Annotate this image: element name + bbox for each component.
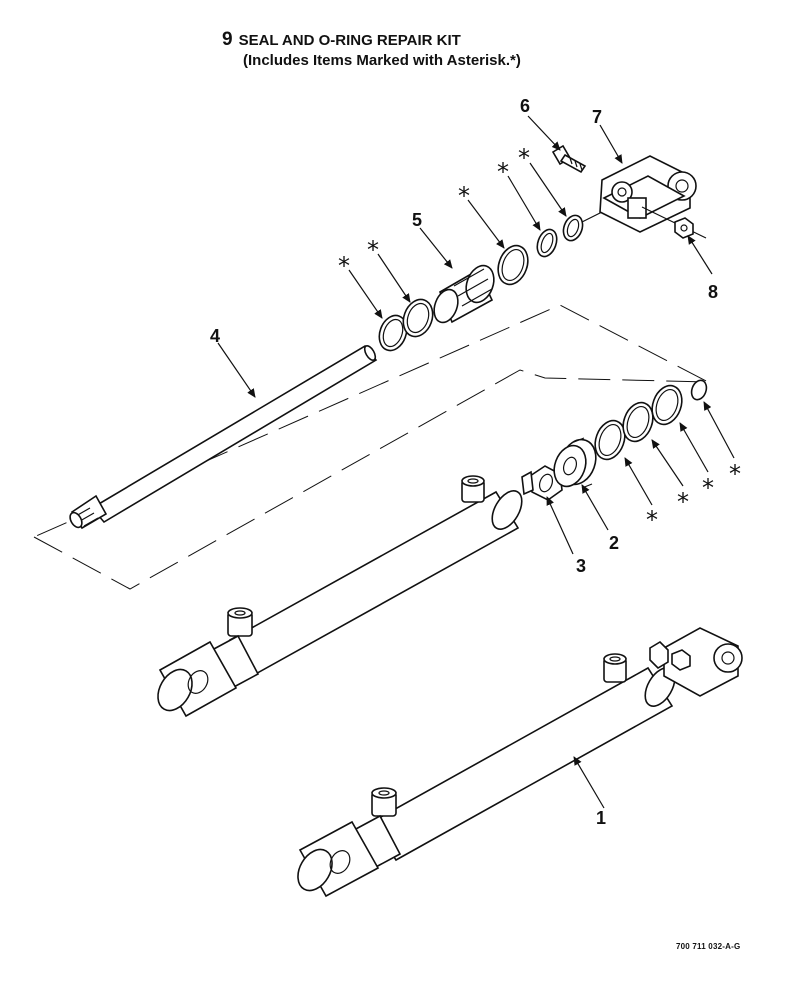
leader-asterisk-4 [507,175,541,231]
asterisk-mark-9: * [729,460,741,488]
leader-8 [687,235,713,275]
leader-5 [419,227,453,269]
leader-asterisk-8 [679,422,709,473]
rod-seal-ring [378,314,408,352]
callout-3: 3 [576,556,586,576]
piston-seal-ring-2 [622,401,654,443]
backup-ring [536,228,558,258]
leader-asterisk-9 [703,401,735,459]
leader-4 [217,342,256,398]
leader-asterisk-3 [467,199,505,249]
callout-5: 5 [412,210,422,230]
leader-6 [527,115,561,151]
asterisk-mark-1: * [338,252,350,280]
leader-asterisk-5 [529,162,567,217]
drawing-code: 700 711 032-A-G [676,942,741,951]
gland-o-ring [497,244,529,286]
leader-1 [573,756,605,809]
callout-1: 1 [596,808,606,828]
piston [553,437,597,489]
callout-8: 8 [708,282,718,302]
rod-clevis [599,155,697,233]
gland [433,264,495,324]
leader-asterisk-6 [624,457,653,506]
piston-seal-ring-1 [594,419,626,461]
callout-2: 2 [609,533,619,553]
asterisk-mark-2: * [367,236,379,264]
exploded-boundary-line [33,304,709,590]
leader-7 [599,124,623,164]
callout-6: 6 [520,96,530,116]
asterisk-mark-5: * [518,144,530,172]
leader-asterisk-1 [348,269,383,319]
clevis-bolt [551,144,587,174]
piston-rod [69,344,378,530]
asterisk-mark-4: * [497,158,509,186]
kit-item-number: 9 [222,29,233,50]
leader-3 [546,496,574,555]
leader-2 [581,484,609,531]
piston-small-o-ring [690,379,708,401]
piston-seal-ring-3 [651,384,683,426]
clevis-bolt-axis [641,206,707,239]
callout-7: 7 [592,107,602,127]
asterisk-mark-6: * [646,506,658,534]
asterisk-mark-7: * [677,488,689,516]
rod-wiper-ring [402,298,434,338]
leader-asterisk-2 [377,253,411,303]
leader-asterisk-7 [651,439,684,487]
clevis-o-ring [562,214,584,242]
kit-title-text: SEAL AND O-RING REPAIR KIT [238,32,461,49]
asterisk-mark-3: * [458,182,470,210]
assembled-cylinder [297,627,743,898]
kit-title: 9 SEAL AND O-RING REPAIR KIT [222,30,461,50]
clevis-nut [674,217,694,239]
cylinder-barrel [157,475,523,718]
asterisk-mark-8: * [702,474,714,502]
callout-4: 4 [210,326,220,346]
kit-subtitle: (Includes Items Marked with Asterisk.*) [243,52,521,69]
